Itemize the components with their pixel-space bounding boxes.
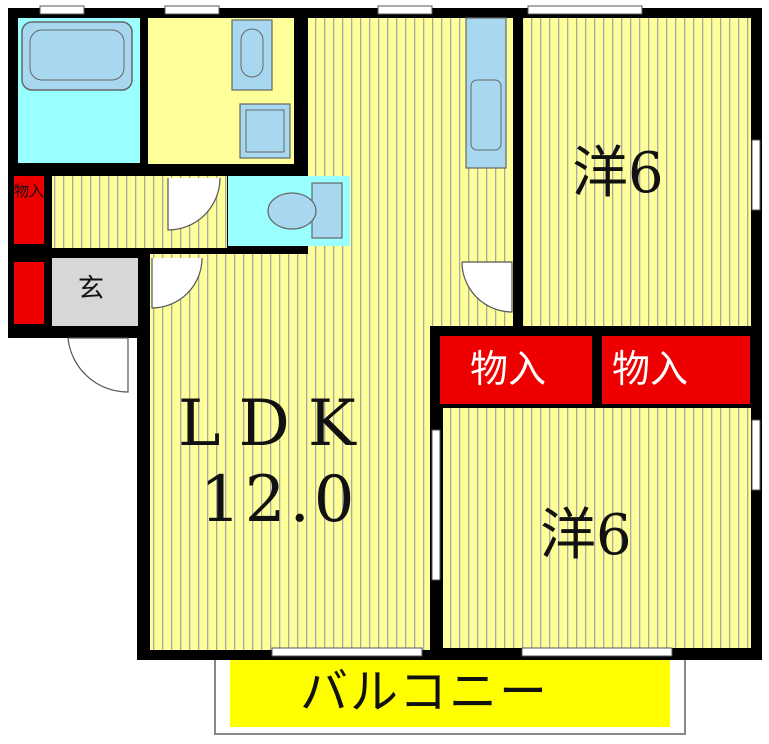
bathtub-inner (29, 29, 125, 81)
window-top-2 (164, 5, 220, 15)
room-label-ldk-size: 12.0 (200, 463, 359, 537)
window-right-1 (751, 139, 761, 211)
storage-left (440, 336, 592, 404)
kitchen-sink (470, 79, 502, 151)
room-label-ldk: LDK (178, 387, 374, 461)
storage-small (14, 176, 44, 244)
ldk-floor (150, 254, 430, 650)
toilet-bowl (267, 192, 317, 230)
western-room-1-floor (523, 18, 751, 326)
sliding-door-divider (431, 429, 441, 581)
room-label-western-2: 洋6 (540, 503, 632, 568)
storage-right (602, 336, 750, 404)
window-top-4 (527, 5, 643, 15)
door-swing-entrance (67, 337, 129, 393)
entrance-floor (52, 258, 138, 326)
balcony-label: バルコニー (300, 664, 550, 720)
western-room-2-floor (443, 408, 751, 648)
window-right-2 (751, 419, 761, 491)
door-swing-western1 (461, 261, 513, 313)
window-bottom-2 (521, 647, 673, 657)
storage-label-small: 物入 (14, 182, 45, 200)
storage-label-right: 物入 (612, 347, 689, 391)
washbasin-bowl (240, 28, 264, 78)
room-label-entrance: 玄 (78, 274, 105, 304)
window-top-1 (39, 5, 85, 15)
toilet-tank (311, 182, 343, 239)
washing-machine-inner (245, 109, 285, 153)
balcony-floor (230, 660, 670, 727)
entrance-storage (14, 262, 44, 324)
door-swing-hall (167, 177, 221, 231)
room-label-western-1: 洋6 (572, 141, 664, 206)
door-swing-ldk (151, 257, 203, 309)
window-top-3 (377, 5, 433, 15)
storage-label-left: 物入 (470, 347, 547, 391)
window-bottom-1 (271, 647, 423, 657)
